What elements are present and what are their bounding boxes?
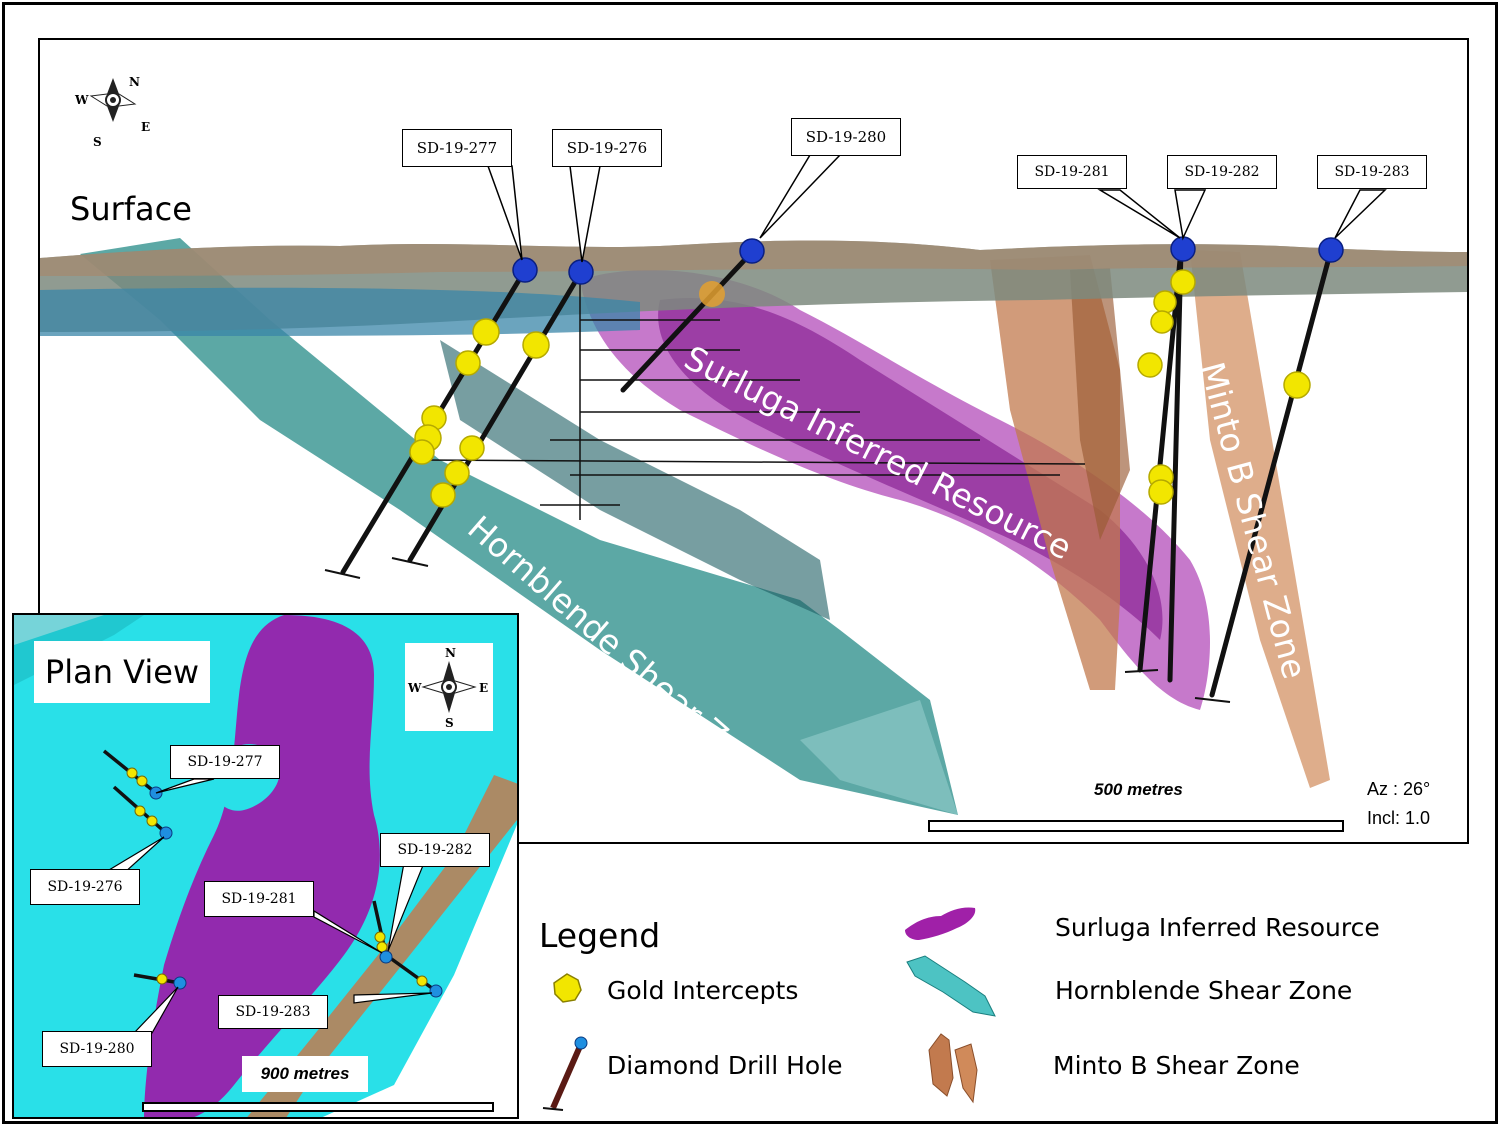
plan-scale-label: 900 metres <box>242 1056 368 1092</box>
hornblende-shear-zone-shape <box>80 238 958 815</box>
callout-sd-19-282: SD-19-282 <box>1167 155 1277 189</box>
legend-gold-intercepts: Gold Intercepts <box>607 976 799 1005</box>
plan-minto-zone <box>247 775 517 1117</box>
section-graphic: N E S W <box>40 75 1467 815</box>
surluga-resource-core <box>658 298 1163 640</box>
plan-compass-s: S <box>445 716 454 730</box>
plan-compass-n: N <box>445 646 456 660</box>
plan-compass-w: W <box>407 681 422 695</box>
section-scale-bar <box>928 820 1344 832</box>
minto-shear-zone-fin <box>1070 268 1130 540</box>
compass-n: N <box>129 75 140 89</box>
legend-title: Legend <box>539 916 661 955</box>
callout-sd-19-280: SD-19-280 <box>791 118 901 156</box>
minto-shear-icon <box>928 1033 978 1104</box>
plan-scale-bar <box>142 1102 494 1112</box>
drill-hole-276 <box>407 269 584 563</box>
hornblende-shear-zone-face <box>440 340 830 620</box>
section-compass-icon: N E S W <box>74 75 150 149</box>
callout-sd-19-276: SD-19-276 <box>552 129 662 167</box>
plan-callout-pointers <box>101 778 433 1034</box>
gold-intercept-icon <box>553 973 582 1003</box>
gold-intercepts <box>409 269 1311 508</box>
hornblende-shear-icon <box>906 955 996 1017</box>
gold-intercept-orange <box>699 281 725 307</box>
drill-hole-traces <box>340 247 1334 698</box>
plan-collars <box>149 786 443 998</box>
callout-pointers <box>486 154 1387 263</box>
callout-sd-19-283: SD-19-283 <box>1317 155 1427 189</box>
inclination-label: Incl: 1.0 <box>1367 808 1431 828</box>
legend-hornblende-shear: Hornblende Shear Zone <box>1055 976 1353 1005</box>
plan-callout-sd-19-277: SD-19-277 <box>170 745 280 779</box>
legend-diamond-drill-hole: Diamond Drill Hole <box>607 1051 843 1080</box>
surface-label: Surface <box>70 190 192 228</box>
drill-hole-ends <box>324 557 1231 703</box>
plan-surluga-body <box>144 615 380 1117</box>
compass-e: E <box>141 120 150 134</box>
drill-hole-283 <box>1209 247 1334 698</box>
plan-callout-sd-19-276: SD-19-276 <box>30 869 140 905</box>
azimuth-label: Az : 26° <box>1367 779 1431 799</box>
legend-minto-shear: Minto B Shear Zone <box>1053 1051 1300 1080</box>
compass-w: W <box>74 93 89 107</box>
drill-hole-282 <box>1167 247 1184 683</box>
surluga-resource-icon <box>905 907 976 940</box>
callout-sd-19-277: SD-19-277 <box>402 129 512 167</box>
section-scale-label: 500 metres <box>1094 780 1183 799</box>
callout-sd-19-281: SD-19-281 <box>1017 155 1127 189</box>
hornblende-shear-zone-edge <box>800 700 958 815</box>
drill-hole-icon <box>542 1036 588 1111</box>
plan-compass-e: E <box>479 681 488 695</box>
plan-callout-sd-19-283: SD-19-283 <box>218 995 328 1029</box>
drill-hole-280 <box>620 249 755 393</box>
section-ticks <box>419 262 1086 520</box>
plan-view: Plan View N E S W SD-19-277 SD-19-276 S <box>12 613 519 1119</box>
compass-s: S <box>93 135 102 149</box>
plan-callout-sd-19-282: SD-19-282 <box>380 833 490 867</box>
legend-surluga-resource: Surluga Inferred Resource <box>1055 913 1380 942</box>
drill-collars <box>512 236 1344 285</box>
plan-compass-icon: N E S W <box>407 646 488 730</box>
legend: Legend Gold Intercepts Diamond Drill Hol… <box>527 880 1487 1120</box>
plan-callout-sd-19-281: SD-19-281 <box>204 881 314 917</box>
plan-compass: N E S W <box>405 643 493 731</box>
plan-view-title: Plan View <box>34 641 210 703</box>
plan-callout-sd-19-280: SD-19-280 <box>42 1031 152 1067</box>
drill-hole-281 <box>1137 247 1184 673</box>
